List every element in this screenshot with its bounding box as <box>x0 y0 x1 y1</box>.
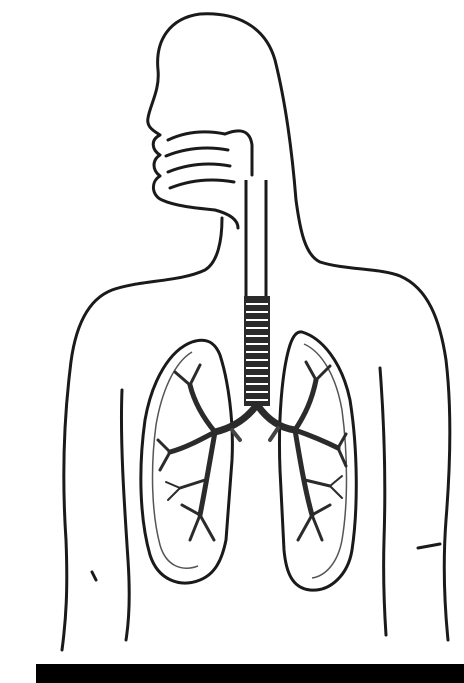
trachea <box>244 180 270 406</box>
head-outline <box>148 14 296 228</box>
left-hand-mark <box>92 572 96 580</box>
right-hand-mark <box>418 544 440 548</box>
nasal-cavity <box>166 131 252 188</box>
left-arm-inner <box>121 390 129 640</box>
left-lung <box>141 340 233 583</box>
caption-bar <box>36 664 464 683</box>
right-arm-inner <box>380 368 386 635</box>
